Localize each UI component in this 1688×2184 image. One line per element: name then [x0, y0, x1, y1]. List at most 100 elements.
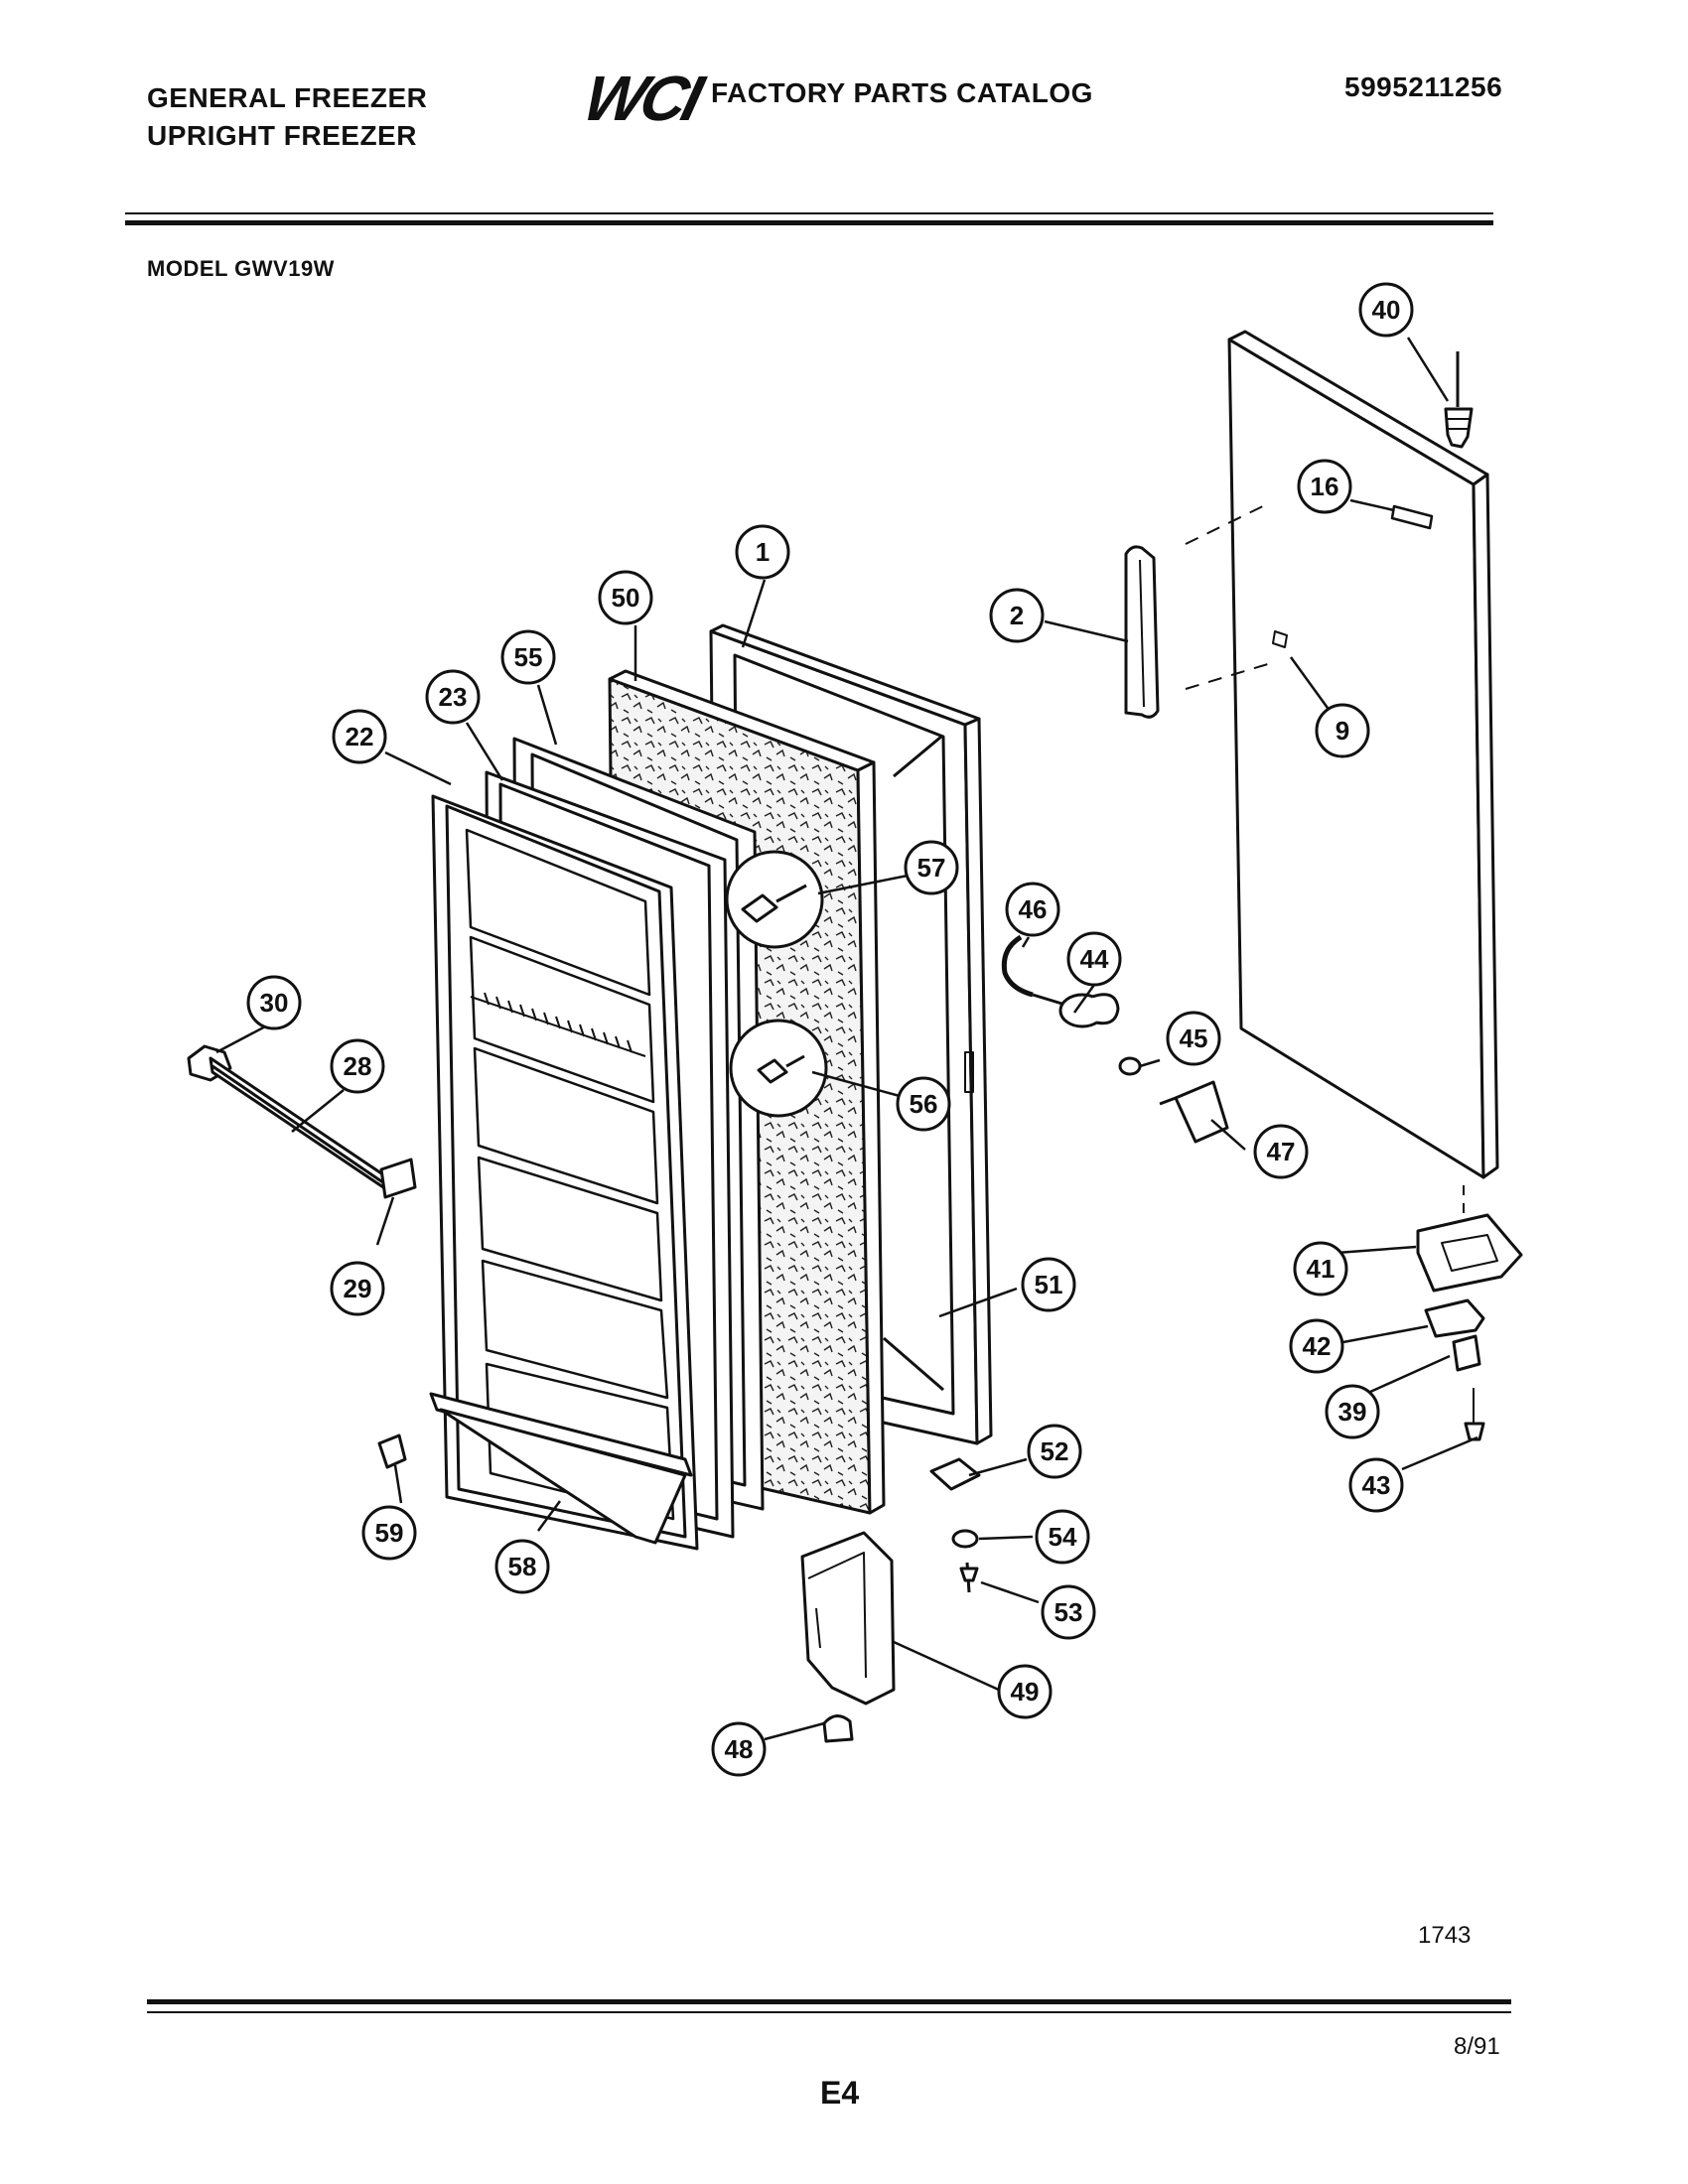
callout-51: 51 — [1021, 1257, 1076, 1312]
callout-40: 40 — [1358, 282, 1414, 338]
callout-label: 49 — [1011, 1677, 1040, 1706]
revision-date: 8/91 — [1454, 2033, 1500, 2060]
callout-circle — [997, 1664, 1053, 1719]
callout-label: 39 — [1338, 1397, 1367, 1427]
callout-circle — [1066, 931, 1122, 987]
callout-label: 23 — [439, 682, 468, 712]
callout-label: 44 — [1080, 944, 1109, 974]
callout-circle — [1289, 1318, 1344, 1374]
callout-29: 29 — [330, 1261, 385, 1316]
callout-circle — [896, 1076, 951, 1132]
callout-circle — [598, 570, 653, 625]
screw-detail-57 — [725, 850, 824, 949]
callout-circle — [1325, 1384, 1380, 1439]
callout-45: 45 — [1166, 1011, 1221, 1066]
callout-circle — [1166, 1011, 1221, 1066]
catalog-title: FACTORY PARTS CATALOG — [711, 77, 1093, 108]
door-latch-assembly — [1001, 934, 1229, 1144]
callout-label: 41 — [1307, 1254, 1336, 1284]
callout-circle — [246, 975, 302, 1030]
callout-circle — [361, 1505, 417, 1561]
callout-59: 59 — [361, 1505, 417, 1561]
callout-56: 56 — [896, 1076, 951, 1132]
callout-44: 44 — [1066, 931, 1122, 987]
callout-circle — [332, 709, 387, 764]
callout-39: 39 — [1325, 1384, 1380, 1439]
part-callouts: 40 16 1 50 2 55 23 9 22 57 46 44 30 45 28 56 47 41 51 29 42 3… — [246, 282, 1414, 1777]
callout-circle — [1021, 1257, 1076, 1312]
callout-label: 52 — [1041, 1436, 1069, 1466]
bottom-hinge-assembly — [1416, 1185, 1523, 1441]
callout-label: 28 — [344, 1051, 372, 1081]
callout-57: 57 — [904, 840, 959, 895]
inner-door-liner — [431, 794, 699, 1551]
callout-label: 40 — [1372, 295, 1401, 325]
callout-2: 2 — [989, 588, 1045, 643]
callout-circle — [500, 629, 556, 685]
callout-54: 54 — [1035, 1509, 1090, 1565]
outer-door-panel — [1227, 330, 1499, 1179]
callout-circle — [1315, 703, 1370, 758]
callout-label: 45 — [1180, 1024, 1208, 1053]
callout-48: 48 — [711, 1721, 767, 1777]
header-rule-thin — [125, 212, 1493, 214]
callout-label: 29 — [344, 1274, 372, 1303]
callout-circle — [494, 1539, 550, 1594]
callout-label: 56 — [910, 1089, 938, 1119]
callout-label: 1 — [756, 537, 770, 567]
callout-41: 41 — [1293, 1241, 1348, 1297]
callout-label: 53 — [1055, 1597, 1083, 1627]
callout-label: 9 — [1336, 716, 1349, 746]
callout-circle — [330, 1261, 385, 1316]
callout-22: 22 — [332, 709, 387, 764]
callout-46: 46 — [1005, 882, 1060, 937]
callout-label: 48 — [725, 1734, 754, 1764]
top-hinge-screw — [1444, 351, 1474, 449]
brand-line-upright-freezer: UPRIGHT FREEZER — [147, 120, 417, 151]
callout-label: 58 — [508, 1552, 537, 1581]
catalog-brand: GENERAL FREEZER UPRIGHT FREEZER — [147, 79, 427, 155]
callout-58: 58 — [494, 1539, 550, 1594]
callout-circle — [1253, 1124, 1309, 1179]
callout-53: 53 — [1041, 1584, 1096, 1640]
screw-detail-56 — [729, 1019, 828, 1118]
callout-label: 47 — [1267, 1137, 1296, 1166]
callout-55: 55 — [500, 629, 556, 685]
drawing-number: 1743 — [1418, 1922, 1472, 1949]
callout-circle — [1035, 1509, 1090, 1565]
callout-circle — [735, 524, 790, 580]
callout-circle — [904, 840, 959, 895]
callout-circle — [1005, 882, 1060, 937]
callout-label: 30 — [260, 988, 289, 1018]
callout-label: 22 — [346, 722, 374, 751]
callout-1: 1 — [735, 524, 790, 580]
callout-label: 42 — [1303, 1331, 1332, 1361]
callout-label: 54 — [1049, 1522, 1077, 1552]
callout-circle — [1027, 1424, 1082, 1479]
callout-circle — [1297, 459, 1352, 514]
callout-circle — [425, 669, 481, 725]
page-number: E4 — [820, 2075, 860, 2111]
callout-42: 42 — [1289, 1318, 1344, 1374]
callout-47: 47 — [1253, 1124, 1309, 1179]
callout-label: 55 — [514, 642, 543, 672]
callout-circle — [330, 1038, 385, 1094]
catalog-part-number: 5995211256 — [1344, 71, 1503, 102]
callout-label: 43 — [1362, 1470, 1391, 1500]
brand-line-general-freezer: GENERAL FREEZER — [147, 82, 428, 113]
callout-label: 57 — [917, 853, 946, 883]
callout-circle — [1041, 1584, 1096, 1640]
callout-label: 46 — [1019, 894, 1048, 924]
callout-49: 49 — [997, 1664, 1053, 1719]
callout-label: 16 — [1311, 472, 1339, 501]
model-number: MODEL GWV19W — [147, 256, 335, 281]
footer-rule-thin — [147, 2011, 1511, 2013]
callout-circle — [1358, 282, 1414, 338]
callout-label: 50 — [612, 583, 640, 613]
callout-label: 51 — [1035, 1270, 1063, 1299]
door-bottom-trim — [429, 1392, 693, 1545]
callout-30: 30 — [246, 975, 302, 1030]
footer-rule-thick — [147, 1999, 1511, 2004]
callout-9: 9 — [1315, 703, 1370, 758]
